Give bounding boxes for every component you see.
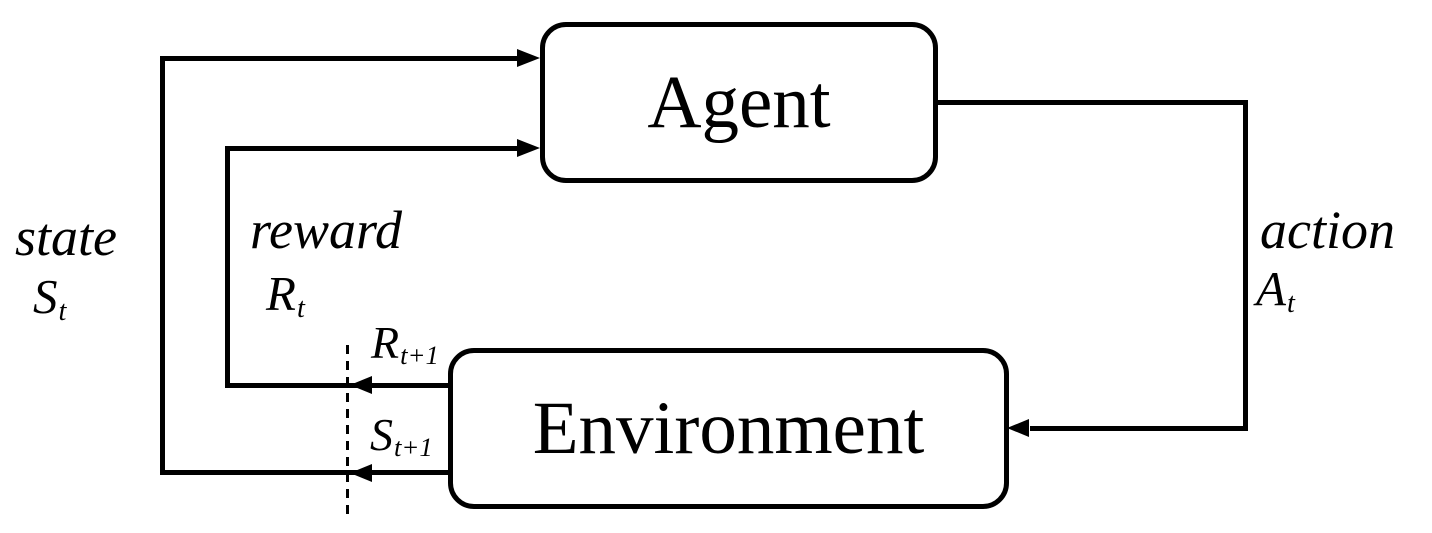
state-symbol-letter: S — [33, 269, 58, 324]
state-symbol-subscript: t — [58, 295, 67, 327]
action-symbol-letter: A — [1256, 261, 1286, 316]
action-symbol-label: At — [1256, 261, 1295, 318]
next-state-symbol-subscript: t+1 — [394, 432, 433, 463]
environment-box: Environment — [448, 348, 1009, 509]
action-symbol-subscript: t — [1286, 287, 1295, 319]
agent-box: Agent — [540, 22, 938, 183]
environment-box-label: Environment — [532, 387, 925, 470]
action-line-vertical — [1243, 100, 1248, 431]
reward-word-label: reward — [250, 200, 403, 260]
action-line-bottom — [1030, 426, 1248, 431]
next-state-arrowhead-icon — [350, 464, 372, 482]
state-line-top — [160, 56, 520, 61]
reward-symbol-label: Rt — [266, 266, 305, 323]
state-symbol-label: St — [33, 269, 66, 326]
reward-symbol-letter: R — [266, 266, 296, 321]
reward-line-top — [225, 146, 520, 151]
time-boundary-dashed-line — [346, 345, 349, 518]
next-reward-symbol-subscript: t+1 — [400, 340, 439, 371]
next-reward-arrowhead-icon — [350, 376, 372, 394]
state-line-bottom — [160, 470, 452, 475]
reward-arrowhead-icon — [517, 139, 540, 157]
action-line-top — [938, 100, 1248, 105]
reward-line-bottom — [225, 383, 452, 388]
reward-line-vertical — [225, 146, 230, 388]
action-word-label: action — [1260, 200, 1395, 260]
action-arrowhead-icon — [1007, 419, 1029, 437]
next-state-symbol-label: St+1 — [370, 409, 433, 461]
agent-box-label: Agent — [647, 61, 831, 144]
state-line-vertical — [160, 56, 165, 475]
next-reward-symbol-letter: R — [371, 317, 400, 368]
state-word-label: state — [15, 207, 117, 267]
next-state-symbol-letter: S — [370, 409, 393, 460]
reward-symbol-subscript: t — [296, 292, 305, 324]
next-reward-symbol-label: Rt+1 — [371, 317, 439, 369]
state-arrowhead-icon — [517, 49, 540, 67]
